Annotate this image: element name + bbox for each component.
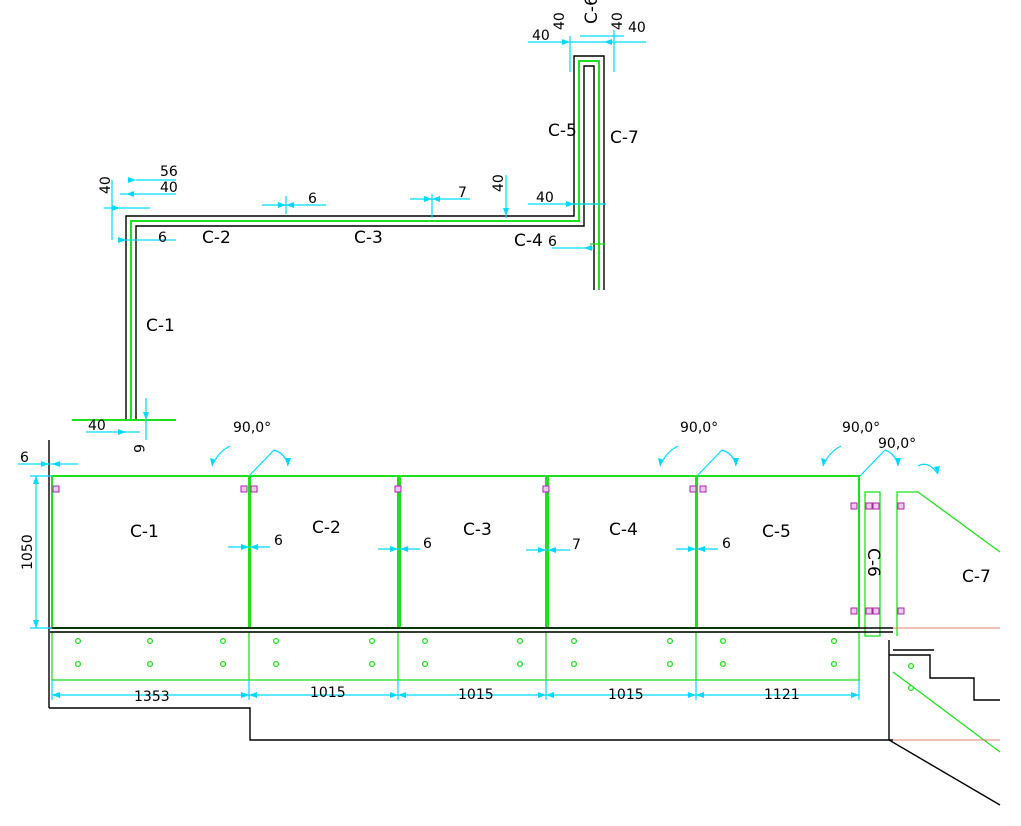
plan-dim-40-a: 40 (160, 180, 178, 196)
elev-dim-gap-c2: 6 (423, 536, 432, 552)
plan-dim-40-top-mid: 40 (552, 12, 568, 30)
plan-dim-40-bottom: 40 (88, 418, 106, 434)
plan-label-c4: C-4 (514, 231, 543, 251)
plan-label-c2: C-2 (202, 228, 231, 248)
plan-dim-56: 56 (160, 164, 178, 180)
elev-dim-gap-c3: 7 (572, 537, 581, 553)
plan-view: C-1 C-2 C-3 C-4 C-5 C-6 C-7 56 40 40 6 6… (72, 0, 646, 453)
plan-dim-40-top-left: 40 (532, 28, 550, 44)
elevation-panel-frames (51, 475, 1001, 753)
elev-dim-width-c2: 1015 (310, 685, 346, 701)
plan-dim-6-bottom: 6 (130, 444, 146, 453)
elev-dim-left-gap: 6 (20, 450, 29, 466)
plan-dim-6-c5: 6 (548, 234, 557, 250)
elev-angle-3: 90,0° (842, 420, 880, 436)
plan-outline-inner (135, 65, 595, 420)
elev-label-c2: C-2 (312, 518, 341, 538)
elevation-fixings (52, 485, 905, 615)
elev-label-c1: C-1 (130, 522, 159, 542)
elev-label-c5: C-5 (762, 522, 791, 542)
elev-dim-width-c5: 1121 (764, 687, 800, 703)
plan-dim-40-top-vert: 40 (610, 12, 626, 30)
elevation-structure (48, 440, 1001, 806)
plan-dim-6-c2: 6 (308, 191, 317, 207)
elev-label-c4: C-4 (609, 520, 638, 540)
plan-dim-40-c4: 40 (491, 174, 507, 192)
plan-label-c6: C-6 (582, 0, 602, 24)
plan-dim-40-b: 40 (98, 176, 114, 194)
plan-label-c3: C-3 (354, 228, 383, 248)
elev-angle-4: 90,0° (878, 436, 916, 452)
plan-label-c7: C-7 (610, 128, 639, 148)
elevation-view: C-1 C-2 C-3 C-4 C-5 C-6 C-7 1353 1015 10… (18, 420, 1001, 806)
plan-dim-40-c5: 40 (536, 190, 554, 206)
plan-dim-40-top-right: 40 (628, 20, 646, 36)
elev-dim-height: 1050 (20, 534, 36, 570)
elev-dim-width-c4: 1015 (608, 687, 644, 703)
plan-dim-7: 7 (458, 185, 467, 201)
elev-dim-width-c3: 1015 (458, 687, 494, 703)
elev-label-c3: C-3 (463, 520, 492, 540)
elevation-bolt-holes (74, 637, 915, 692)
elev-angle-2: 90,0° (680, 420, 718, 436)
elev-dim-gap-c4: 6 (722, 536, 731, 552)
plan-dimension-arrows (112, 39, 612, 435)
elev-dim-width-c1: 1353 (134, 689, 170, 705)
elevation-dimension-lines (18, 463, 860, 700)
elev-dim-gap-c1: 6 (274, 533, 283, 549)
plan-glass-line (130, 60, 600, 420)
elevation-angle-markers (211, 445, 939, 477)
plan-dim-6-c1: 6 (158, 230, 167, 246)
elevation-dimension-arrows (33, 458, 940, 698)
plan-label-c5: C-5 (548, 121, 577, 141)
elev-label-c6: C-6 (863, 548, 883, 577)
elev-angle-1: 90,0° (233, 420, 271, 436)
plan-label-c1: C-1 (146, 316, 175, 336)
elev-label-c7: C-7 (962, 567, 991, 587)
plan-outline-outer (125, 55, 605, 420)
